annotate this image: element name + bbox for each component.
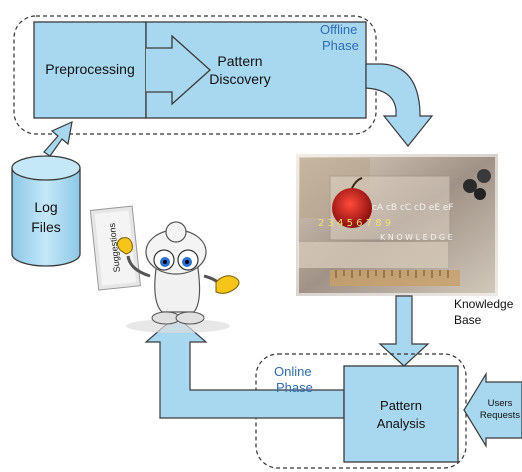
pattern-discovery-label-line2: Discovery	[209, 71, 270, 87]
offline-phase-label-line2: Phase	[322, 38, 359, 53]
users-requests-label-line2: Requests	[480, 410, 520, 421]
log-files-label-line2: Files	[31, 219, 61, 235]
users-requests-label-line1: Users	[488, 398, 513, 409]
offline-phase-boundary	[13, 15, 377, 135]
offline-phase-label-line1: Offline	[320, 22, 357, 37]
log-files-label-line1: Log	[34, 199, 57, 215]
photo-text-row1: cA cB cC cD eE eF	[372, 203, 454, 213]
pattern-analysis-box	[343, 365, 459, 463]
knowledge-base-image	[293, 151, 501, 299]
photo-text-row2: 2 3 4 5 6 7 8 9	[318, 218, 391, 229]
knowledge-base-label-line2: Base	[454, 313, 482, 327]
log-files-database	[11, 155, 81, 267]
discovery-to-knowledge-arrow	[365, 63, 434, 147]
pattern-discovery-label-line1: Pattern	[217, 53, 262, 69]
photo-text-row3: K N O W L E D G E	[380, 233, 453, 242]
log-to-preprocessing-arrow	[43, 120, 73, 157]
preprocessing-label: Preprocessing	[45, 61, 135, 77]
users-requests-arrow	[463, 371, 522, 449]
preprocessing-to-discovery-arrow	[146, 34, 211, 106]
online-phase-label-line2: Phase	[276, 380, 313, 395]
pattern-analysis-label-line1: Pattern	[380, 398, 422, 413]
assistant-character	[89, 205, 240, 333]
preprocessing-box	[33, 21, 147, 119]
knowledge-base-label-line1: Knowledge	[454, 297, 514, 311]
online-phase-label-line1: Online	[274, 364, 312, 379]
knowledge-to-analysis-arrow	[378, 295, 430, 367]
pattern-analysis-label-line2: Analysis	[377, 416, 426, 431]
